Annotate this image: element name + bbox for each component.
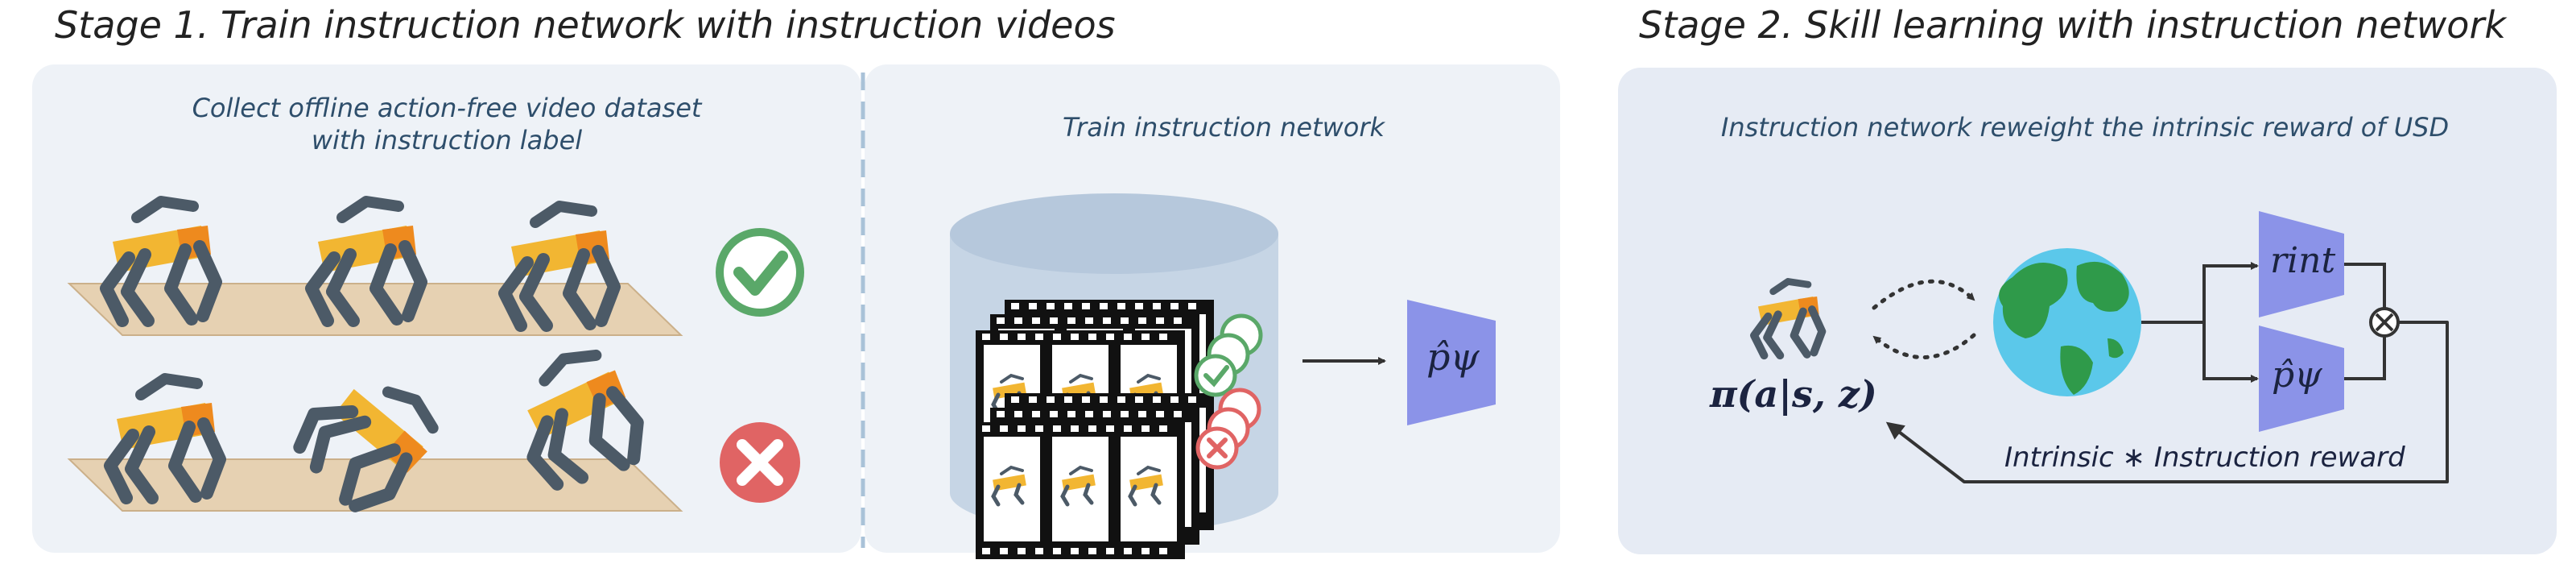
network-label-stage1: p̂ψ — [1426, 335, 1480, 379]
dotted-arrow-top — [1872, 279, 1976, 310]
collect-caption-line2: with instruction label — [311, 125, 583, 156]
connector-phat-mult — [2344, 337, 2386, 380]
check-icon — [716, 228, 804, 317]
connector-to-phat — [2202, 322, 2259, 383]
collect-caption: Collect offline action-free video datase… — [113, 92, 781, 156]
reward-feedback-arrow — [1885, 321, 2449, 483]
connector-rint-mult — [2344, 263, 2386, 308]
cross-icon — [720, 422, 800, 503]
stage2-title: Stage 2. Skill learning with instruction… — [1639, 3, 2507, 47]
connector-to-rint — [2202, 262, 2259, 322]
reward-label: Intrinsic ∗ Instruction reward — [2004, 442, 2405, 474]
small-check-badges — [1194, 313, 1263, 397]
floor-bottom — [67, 458, 683, 512]
video-frames — [976, 300, 1214, 559]
rint-trapezoid — [2259, 211, 2344, 317]
network-label-stage2: p̂ψ — [2272, 355, 2322, 396]
collect-caption-line1: Collect offline action-free video datase… — [192, 93, 702, 123]
small-cross-badges — [1195, 388, 1261, 470]
rint-label: rint — [2270, 240, 2336, 281]
dotted-arrow-bottom — [1872, 333, 1976, 359]
policy-label: π(a|s, z) — [1710, 372, 1877, 416]
train-caption: Train instruction network — [1062, 112, 1385, 143]
stage2-robot — [1754, 281, 1822, 355]
multiply-icon — [2369, 307, 2400, 338]
earth-icon — [1993, 248, 2141, 396]
network-trapezoid-stage2 — [2259, 326, 2344, 432]
network-trapezoid-stage1 — [1407, 300, 1496, 425]
stage2-caption: Instruction network reweight the intrins… — [1720, 112, 2450, 143]
stage1-title: Stage 1. Train instruction network with … — [55, 3, 1116, 47]
